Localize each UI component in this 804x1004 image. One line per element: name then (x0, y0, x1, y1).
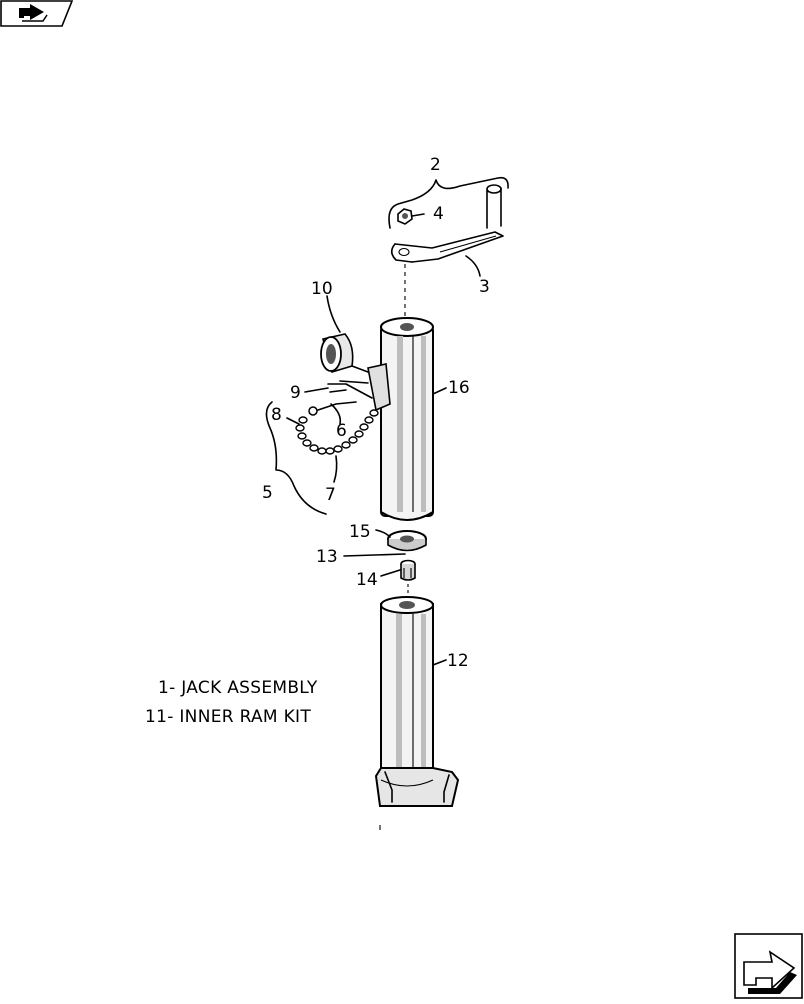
mount-bracket-part (339, 363, 391, 412)
callout-labels: 2 4 3 10 9 8 6 7 5 16 15 13 14 12 (262, 155, 490, 671)
callout-2: 2 (430, 155, 441, 175)
callout-6: 6 (336, 421, 347, 441)
previous-page-button[interactable] (0, 0, 74, 27)
bracket-5 (265, 401, 327, 515)
next-page-button[interactable] (734, 933, 803, 999)
legend-item-inner-ram-kit: 11- INNER RAM KIT (145, 707, 311, 727)
leader-lines (286, 213, 481, 666)
callout-7: 7 (325, 485, 336, 505)
callout-4: 4 (433, 204, 444, 224)
callout-14: 14 (356, 570, 378, 590)
inner-ram-part (374, 596, 460, 807)
crank-handle-part (390, 184, 504, 263)
callout-9: 9 (290, 383, 301, 403)
pin-part (308, 383, 373, 416)
thrust-washer-part (387, 530, 427, 552)
legend: 1- JACK ASSEMBLY 11- INNER RAM KIT (145, 678, 318, 727)
drive-nut-part (400, 559, 416, 581)
callout-10: 10 (311, 279, 333, 299)
callout-5: 5 (262, 483, 273, 503)
callout-15: 15 (349, 522, 371, 542)
callout-12: 12 (447, 651, 469, 671)
chain-part (295, 409, 379, 455)
legend-item-jack-assembly: 1- JACK ASSEMBLY (158, 678, 318, 698)
collar-part (320, 333, 354, 374)
previous-page-arrow-icon (19, 4, 48, 22)
next-page-arrow-icon (743, 950, 797, 994)
callout-13: 13 (316, 547, 338, 567)
nut-part (397, 208, 413, 225)
callout-16: 16 (448, 378, 470, 398)
outer-tube-part (380, 317, 434, 521)
callout-3: 3 (479, 277, 490, 297)
bracket-2 (388, 176, 509, 229)
callout-8: 8 (271, 405, 282, 425)
